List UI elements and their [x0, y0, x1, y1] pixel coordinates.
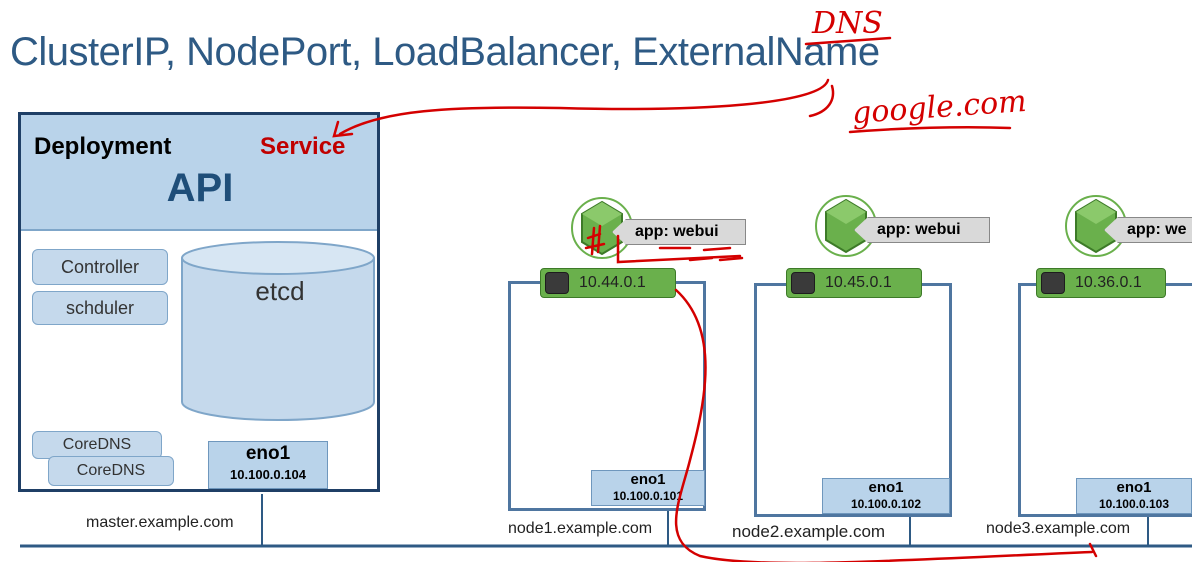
network-port-icon [1041, 272, 1065, 294]
handwritten-google-note: google.com [850, 83, 1028, 132]
master-hostname: master.example.com [86, 514, 234, 532]
node-eno-interface: eno1 10.100.0.101 [591, 470, 705, 506]
pod-cube-icon [1064, 194, 1128, 258]
pod-cube-icon [814, 194, 878, 258]
pod-ip: 10.45.0.1 [825, 274, 892, 291]
eno-ip: 10.100.0.101 [612, 489, 684, 503]
etcd-label: etcd [255, 276, 305, 306]
node-hostname: node2.example.com [732, 522, 886, 542]
eno-name: eno1 [630, 471, 666, 488]
network-port-icon [791, 272, 815, 294]
pod-ip: 10.36.0.1 [1075, 274, 1142, 291]
pod-ip: 10.44.0.1 [579, 274, 646, 291]
deployment-label: Deployment [34, 133, 172, 160]
eno-ip: 10.100.0.103 [1098, 497, 1170, 511]
node-eno-interface: eno1 10.100.0.102 [822, 478, 950, 514]
label-tag: app: we [1104, 217, 1192, 243]
page-title: ClusterIP, NodePort, LoadBalancer, Exter… [10, 30, 880, 74]
node-eno-interface: eno1 10.100.0.103 [1076, 478, 1192, 514]
eno-name: eno1 [868, 479, 904, 496]
eno-name: eno1 [1116, 479, 1152, 496]
node-hostname: node3.example.com [986, 520, 1131, 538]
service-label: Service [260, 133, 346, 160]
pod-ip-bar: 10.36.0.1 [1036, 268, 1166, 298]
node-hostname: node1.example.com [508, 520, 653, 538]
pod-ip-bar: 10.45.0.1 [786, 268, 922, 298]
coredns-box: CoreDNS [48, 456, 174, 486]
api-label: API [166, 166, 234, 210]
controller-box: Controller [32, 249, 168, 285]
master-control-plane [21, 115, 377, 231]
master-eno-interface: eno1 10.100.0.104 [208, 441, 328, 489]
eno-name: eno1 [245, 443, 291, 464]
network-port-icon [545, 272, 569, 294]
etcd-cylinder [181, 241, 375, 421]
label-tag: app: webui [854, 217, 990, 243]
eno-ip: 10.100.0.102 [850, 497, 922, 511]
handwritten-dns-note: DNS [812, 6, 883, 41]
label-tag: app: webui [612, 219, 746, 245]
pod-ip-bar: 10.44.0.1 [540, 268, 676, 298]
scheduler-box: schduler [32, 291, 168, 325]
coredns-box: CoreDNS [32, 431, 162, 459]
eno-ip: 10.100.0.104 [230, 467, 306, 482]
